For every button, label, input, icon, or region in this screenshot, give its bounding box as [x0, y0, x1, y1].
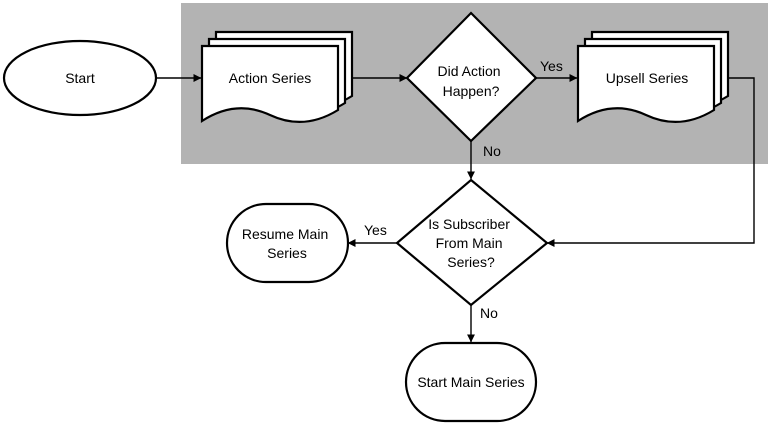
did-action-label-line-1: Did Action — [438, 63, 501, 79]
is-subscriber-label-line-1: Is Subscriber — [428, 216, 510, 232]
did-action-no-label: No — [483, 143, 501, 159]
resume-main-series-label-line-2: Series — [267, 245, 307, 261]
action-series-node: Action Series — [200, 30, 354, 124]
start-label: Start — [65, 70, 95, 86]
action-series-label: Action Series — [229, 70, 311, 86]
start-main-series-label: Start Main Series — [417, 374, 524, 390]
did-action-decision-node: Did Action Happen? — [405, 11, 538, 143]
did-action-label-line-2: Happen? — [443, 83, 500, 99]
is-subscriber-label: Is Subscriber From Main Series? — [428, 216, 514, 270]
resume-main-series-label-line-1: Resume Main — [242, 226, 328, 242]
start-node: Start — [2, 39, 158, 117]
resume-main-series-label: Resume Main Series — [242, 226, 332, 261]
is-subscriber-label-line-2: From Main — [436, 235, 503, 251]
is-subscriber-decision-node: Is Subscriber From Main Series? — [395, 178, 549, 307]
upsell-series-node: Upsell Series — [576, 30, 730, 124]
did-action-label: Did Action Happen? — [438, 63, 505, 99]
subscriber-yes-label: Yes — [364, 222, 387, 238]
resume-main-series-node: Resume Main Series — [225, 202, 350, 284]
upsell-series-label: Upsell Series — [606, 70, 688, 86]
did-action-yes-label: Yes — [540, 58, 563, 74]
is-subscriber-label-line-3: Series? — [447, 254, 495, 270]
subscriber-no-label: No — [480, 305, 498, 321]
start-main-series-node: Start Main Series — [404, 341, 538, 423]
edge-upsell-to-subscriber — [546, 77, 755, 247]
